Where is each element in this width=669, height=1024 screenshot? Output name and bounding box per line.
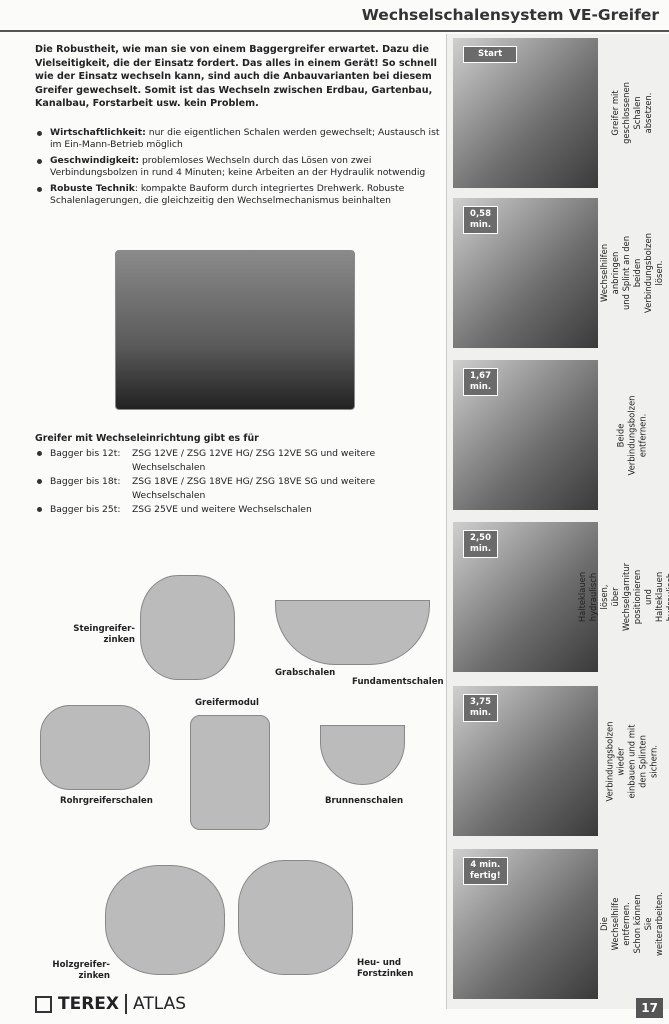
logo-brand: TEREX bbox=[58, 994, 120, 1014]
feature-term: Wirtschaftlichkeit: bbox=[50, 127, 146, 138]
step-5: 3,75 min. Verbindungsbolzen wieder einbau… bbox=[453, 686, 665, 836]
time-badge: Start bbox=[463, 46, 518, 63]
variant-key: Bagger bis 12t: bbox=[50, 448, 121, 459]
step-caption: Halteklauen hydraulisch lösen, über Wech… bbox=[577, 562, 669, 632]
page-number: 17 bbox=[636, 998, 663, 1018]
variant-item: Bagger bis 18t: ZSG 18VE / ZSG 18VE HG/ Z… bbox=[35, 475, 405, 503]
step-6: 4 min. fertig! Die Wechselhilfe entfernen… bbox=[453, 849, 665, 999]
variant-value: ZSG 18VE / ZSG 18VE HG/ ZSG 18VE SG und … bbox=[132, 476, 376, 501]
feature-term: Geschwindigkeit: bbox=[50, 154, 140, 166]
label-brunnenschalen: Brunnenschalen bbox=[325, 796, 404, 806]
grabschalen-illustration bbox=[275, 600, 430, 665]
step-photo bbox=[453, 38, 598, 188]
page-title: Wechselschalensystem VE-Greifer bbox=[361, 6, 659, 24]
variant-key: Bagger bis 25t: bbox=[50, 504, 121, 515]
label-fundamentschalen: Fundamentschalen bbox=[352, 677, 444, 687]
step-2: 0,58 min. Wechselhilfen anbringen und Spl… bbox=[453, 198, 665, 348]
greifermodul-illustration bbox=[190, 715, 270, 830]
brunnenschalen-illustration bbox=[320, 725, 405, 785]
time-badge: 4 min. fertig! bbox=[463, 857, 508, 885]
label-rohrgreiferschalen: Rohrgreiferschalen bbox=[60, 796, 153, 806]
label-heu-forst: Heu- und Forstzinken bbox=[357, 958, 414, 979]
label-steingreifer: Steingreifer- zinken bbox=[73, 624, 135, 645]
time-badge: 1,67 min. bbox=[463, 368, 499, 396]
logo-mark-icon bbox=[35, 995, 52, 1013]
label-greifermodul: Greifermodul bbox=[195, 698, 259, 708]
step-caption: Beide Verbindungsbolzen entfernen. bbox=[615, 395, 648, 475]
step-caption: Verbindungsbolzen wieder einbauen und mi… bbox=[604, 721, 659, 801]
feature-item: Robuste Technik: kompakte Bauform durch … bbox=[35, 183, 447, 208]
variants-list: Bagger bis 12t: ZSG 12VE / ZSG 12VE HG/ Z… bbox=[35, 447, 405, 517]
feature-item: Geschwindigkeit: problemloses Wechseln d… bbox=[35, 155, 447, 180]
variants-heading: Greifer mit Wechseleinrichtung gibt es f… bbox=[35, 433, 259, 444]
variant-value: ZSG 25VE und weitere Wechselschalen bbox=[132, 504, 312, 515]
label-grabschalen: Grabschalen bbox=[275, 668, 336, 678]
feature-text: : kompakte Bauform durch integriertes Dr… bbox=[50, 182, 405, 207]
holzgreifer-illustration bbox=[105, 865, 225, 975]
step-3: 1,67 min. Beide Verbindungsbolzen entfern… bbox=[453, 360, 665, 510]
time-badge: 3,75 min. bbox=[463, 694, 499, 722]
label-holzgreifer: Holzgreifer- zinken bbox=[52, 960, 110, 981]
feature-list: Wirtschaftlichkeit: nur die eigentlichen… bbox=[35, 127, 447, 210]
heu-forst-illustration bbox=[238, 860, 353, 975]
feature-text: nur die eigentlichen Schalen werden gewe… bbox=[50, 127, 440, 151]
steingreifer-illustration bbox=[140, 575, 235, 680]
variant-item: Bagger bis 25t: ZSG 25VE und weitere Wech… bbox=[35, 503, 405, 517]
quick-coupler-illustration bbox=[115, 250, 355, 410]
step-4: 2,50 min. Halteklauen hydraulisch lösen, … bbox=[453, 522, 669, 672]
step-caption: Wechselhilfen anbringen und Splint an de… bbox=[599, 233, 664, 313]
time-badge: 2,50 min. bbox=[463, 530, 499, 558]
step-caption: Greifer mit geschlossenen Schalen absetz… bbox=[610, 82, 653, 144]
feature-item: Wirtschaftlichkeit: nur die eigentlichen… bbox=[35, 127, 447, 152]
feature-term: Robuste Technik bbox=[50, 182, 135, 194]
feature-text: problemloses Wechseln durch das Lösen vo… bbox=[50, 154, 426, 179]
variant-value: ZSG 12VE / ZSG 12VE HG/ ZSG 12VE SG und … bbox=[132, 448, 376, 473]
intro-text: Die Robustheit, wie man sie von einem Ba… bbox=[35, 44, 437, 110]
page-header: Wechselschalensystem VE-Greifer bbox=[0, 0, 669, 32]
rohrgreifer-illustration bbox=[40, 705, 150, 790]
step-caption: Die Wechselhilfe entfernen. Schon können… bbox=[599, 892, 664, 956]
logo-sub: ATLAS bbox=[125, 994, 186, 1014]
variant-item: Bagger bis 12t: ZSG 12VE / ZSG 12VE HG/ Z… bbox=[35, 447, 405, 475]
variant-key: Bagger bis 18t: bbox=[50, 476, 121, 487]
time-badge: 0,58 min. bbox=[463, 206, 499, 234]
